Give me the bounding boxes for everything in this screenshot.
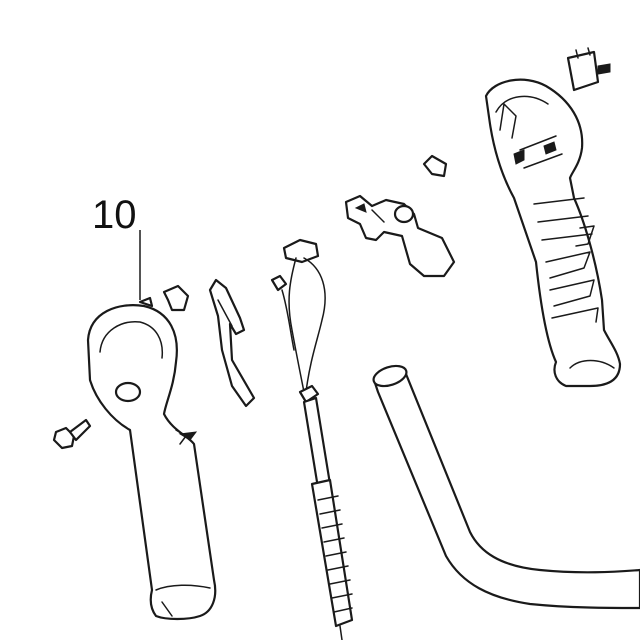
switch-block xyxy=(566,47,611,92)
spring-clip xyxy=(208,278,256,408)
callout-10-label: 10 xyxy=(92,193,137,237)
handle-housing-left xyxy=(86,304,217,621)
throttle-trigger-assembly xyxy=(344,194,456,278)
small-clip xyxy=(162,284,190,312)
bolt xyxy=(52,418,92,450)
small-spring xyxy=(422,154,448,178)
throttle-cable-with-switch xyxy=(270,238,354,640)
handle-tube xyxy=(372,364,640,610)
handle-housing-right xyxy=(484,78,622,388)
pin xyxy=(138,296,154,308)
